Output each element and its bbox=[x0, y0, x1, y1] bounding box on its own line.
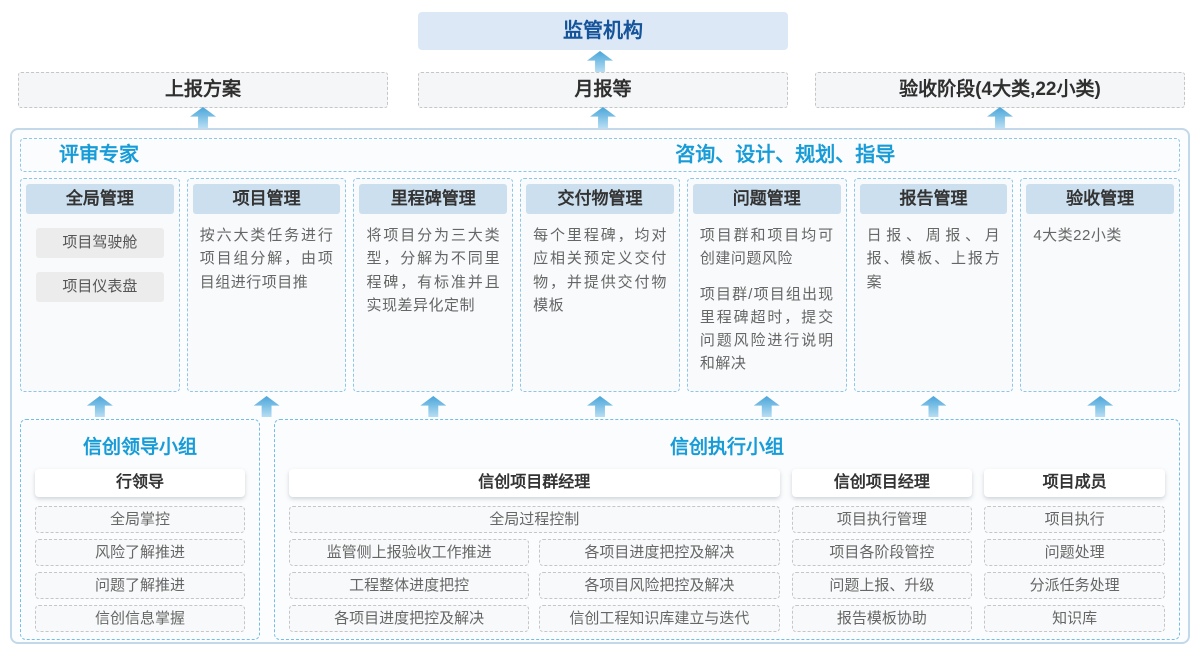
execution-group-box: 信创执行小组 信创项目群经理 全局过程控制 监管侧上报验收工作推进 工程整体进度… bbox=[274, 419, 1180, 640]
pgm-task: 各项目进度把控及解决 bbox=[539, 539, 780, 566]
role-program-manager: 信创项目群经理 bbox=[289, 469, 780, 497]
column-body-text: 项目群和项目均可创建问题风险 bbox=[699, 227, 834, 268]
report-box-plan: 上报方案 bbox=[18, 72, 388, 108]
column-body-text: 项目群/项目组出现里程碑超时，提交问题风险进行说明和解决 bbox=[699, 285, 834, 373]
member-task: 分派任务处理 bbox=[984, 572, 1166, 599]
leadership-group-title: 信创领导小组 bbox=[82, 437, 197, 458]
column-header: 项目管理 bbox=[192, 184, 341, 214]
management-columns: 全局管理 项目驾驶舱 项目仪表盘 项目管理 按六大类任务进行项目组分解，由项目组… bbox=[20, 178, 1181, 392]
experts-bar: 评审专家 咨询、设计、规划、指导 bbox=[20, 138, 1180, 172]
up-arrow-icon bbox=[753, 396, 780, 417]
role-bank-leaders: 行领导 bbox=[35, 469, 245, 497]
up-arrow-icon bbox=[987, 107, 1013, 128]
column-header: 全局管理 bbox=[26, 184, 174, 214]
teams-row: 信创领导小组 行领导 全局掌控 风险了解推进 问题了解推进 信创信息掌握 信创执… bbox=[20, 419, 1180, 640]
column-body-text: 日报、周报、月报、模板、上报方案 bbox=[866, 227, 1001, 291]
global-item-cockpit: 项目驾驶舱 bbox=[35, 228, 164, 258]
execution-group-title: 信创执行小组 bbox=[669, 437, 784, 458]
report-box-monthly: 月报等 bbox=[418, 72, 788, 108]
leadership-group-box: 信创领导小组 行领导 全局掌控 风险了解推进 问题了解推进 信创信息掌握 bbox=[20, 419, 260, 640]
review-experts-label: 评审专家 bbox=[59, 144, 139, 166]
pm-task: 问题上报、升级 bbox=[791, 572, 973, 599]
leader-task: 问题了解推进 bbox=[35, 572, 245, 599]
up-arrow-icon bbox=[420, 396, 447, 417]
pgm-task: 各项目进度把控及解决 bbox=[289, 605, 530, 632]
pm-task: 报告模板协助 bbox=[791, 605, 973, 632]
column-header: 里程碑管理 bbox=[359, 184, 508, 214]
role-project-manager: 信创项目经理 bbox=[791, 469, 973, 497]
leader-task: 信创信息掌握 bbox=[35, 605, 245, 632]
up-arrow-icon bbox=[590, 107, 616, 128]
member-task: 项目执行 bbox=[984, 506, 1166, 533]
column-arrows bbox=[20, 396, 1180, 417]
up-arrow-icon bbox=[587, 51, 613, 72]
consulting-label: 咨询、设计、规划、指导 bbox=[675, 144, 896, 166]
column-header: 问题管理 bbox=[692, 184, 841, 214]
report-box-acceptance: 验收阶段(4大类,22小类) bbox=[815, 72, 1185, 108]
up-arrow-icon bbox=[190, 107, 216, 128]
member-task: 知识库 bbox=[984, 605, 1166, 632]
member-task: 问题处理 bbox=[984, 539, 1166, 566]
program-manager-column: 信创项目群经理 全局过程控制 监管侧上报验收工作推进 工程整体进度把控 各项目进… bbox=[289, 469, 780, 638]
up-arrow-icon bbox=[587, 396, 614, 417]
column-body-text: 按六大类任务进行项目组分解，由项目组进行项目推 bbox=[199, 227, 334, 291]
role-project-members: 项目成员 bbox=[984, 469, 1166, 497]
global-item-dashboard: 项目仪表盘 bbox=[35, 272, 164, 302]
column-header: 验收管理 bbox=[1026, 184, 1175, 214]
column-body-text: 每个里程碑，均对应相关预定义交付物，并提供交付物模板 bbox=[533, 227, 667, 314]
project-members-column: 项目成员 项目执行 问题处理 分派任务处理 知识库 bbox=[984, 469, 1166, 638]
pgm-task: 工程整体进度把控 bbox=[289, 572, 530, 599]
column-project-management: 项目管理 按六大类任务进行项目组分解，由项目组进行项目推 bbox=[186, 178, 347, 392]
pgm-task: 各项目风险把控及解决 bbox=[539, 572, 780, 599]
column-issue-management: 问题管理 项目群和项目均可创建问题风险 项目群/项目组出现里程碑超时，提交问题风… bbox=[686, 178, 847, 392]
column-acceptance-management: 验收管理 4大类22小类 bbox=[1020, 178, 1181, 392]
pm-task: 项目各阶段管控 bbox=[791, 539, 973, 566]
column-deliverable-management: 交付物管理 每个里程碑，均对应相关预定义交付物，并提供交付物模板 bbox=[520, 178, 680, 392]
up-arrow-icon bbox=[1087, 396, 1114, 417]
platform-panel: 评审专家 咨询、设计、规划、指导 全局管理 项目驾驶舱 项目仪表盘 项目管理 按… bbox=[10, 128, 1190, 644]
pgm-task: 全局过程控制 bbox=[289, 506, 780, 533]
column-header: 交付物管理 bbox=[526, 184, 674, 214]
pgm-task: 信创工程知识库建立与迭代 bbox=[539, 605, 780, 632]
project-manager-column: 信创项目经理 项目执行管理 项目各阶段管控 问题上报、升级 报告模板协助 bbox=[791, 469, 973, 638]
pgm-task: 监管侧上报验收工作推进 bbox=[289, 539, 530, 566]
up-arrow-icon bbox=[920, 396, 947, 417]
up-arrow-icon bbox=[253, 396, 280, 417]
column-header: 报告管理 bbox=[859, 184, 1008, 214]
regulator-box: 监管机构 bbox=[418, 12, 788, 50]
column-report-management: 报告管理 日报、周报、月报、模板、上报方案 bbox=[853, 178, 1014, 392]
column-milestone-management: 里程碑管理 将项目分为三大类型，分解为不同里程碑，有标准并且实现差异化定制 bbox=[353, 178, 514, 392]
leader-task: 全局掌控 bbox=[35, 506, 245, 533]
pm-task: 项目执行管理 bbox=[791, 506, 973, 533]
column-body-text: 4大类22小类 bbox=[1033, 227, 1122, 244]
leader-task: 风险了解推进 bbox=[35, 539, 245, 566]
up-arrow-icon bbox=[86, 396, 113, 417]
column-body-text: 将项目分为三大类型，分解为不同里程碑，有标准并且实现差异化定制 bbox=[366, 227, 501, 314]
column-global-management: 全局管理 项目驾驶舱 项目仪表盘 bbox=[20, 178, 180, 392]
